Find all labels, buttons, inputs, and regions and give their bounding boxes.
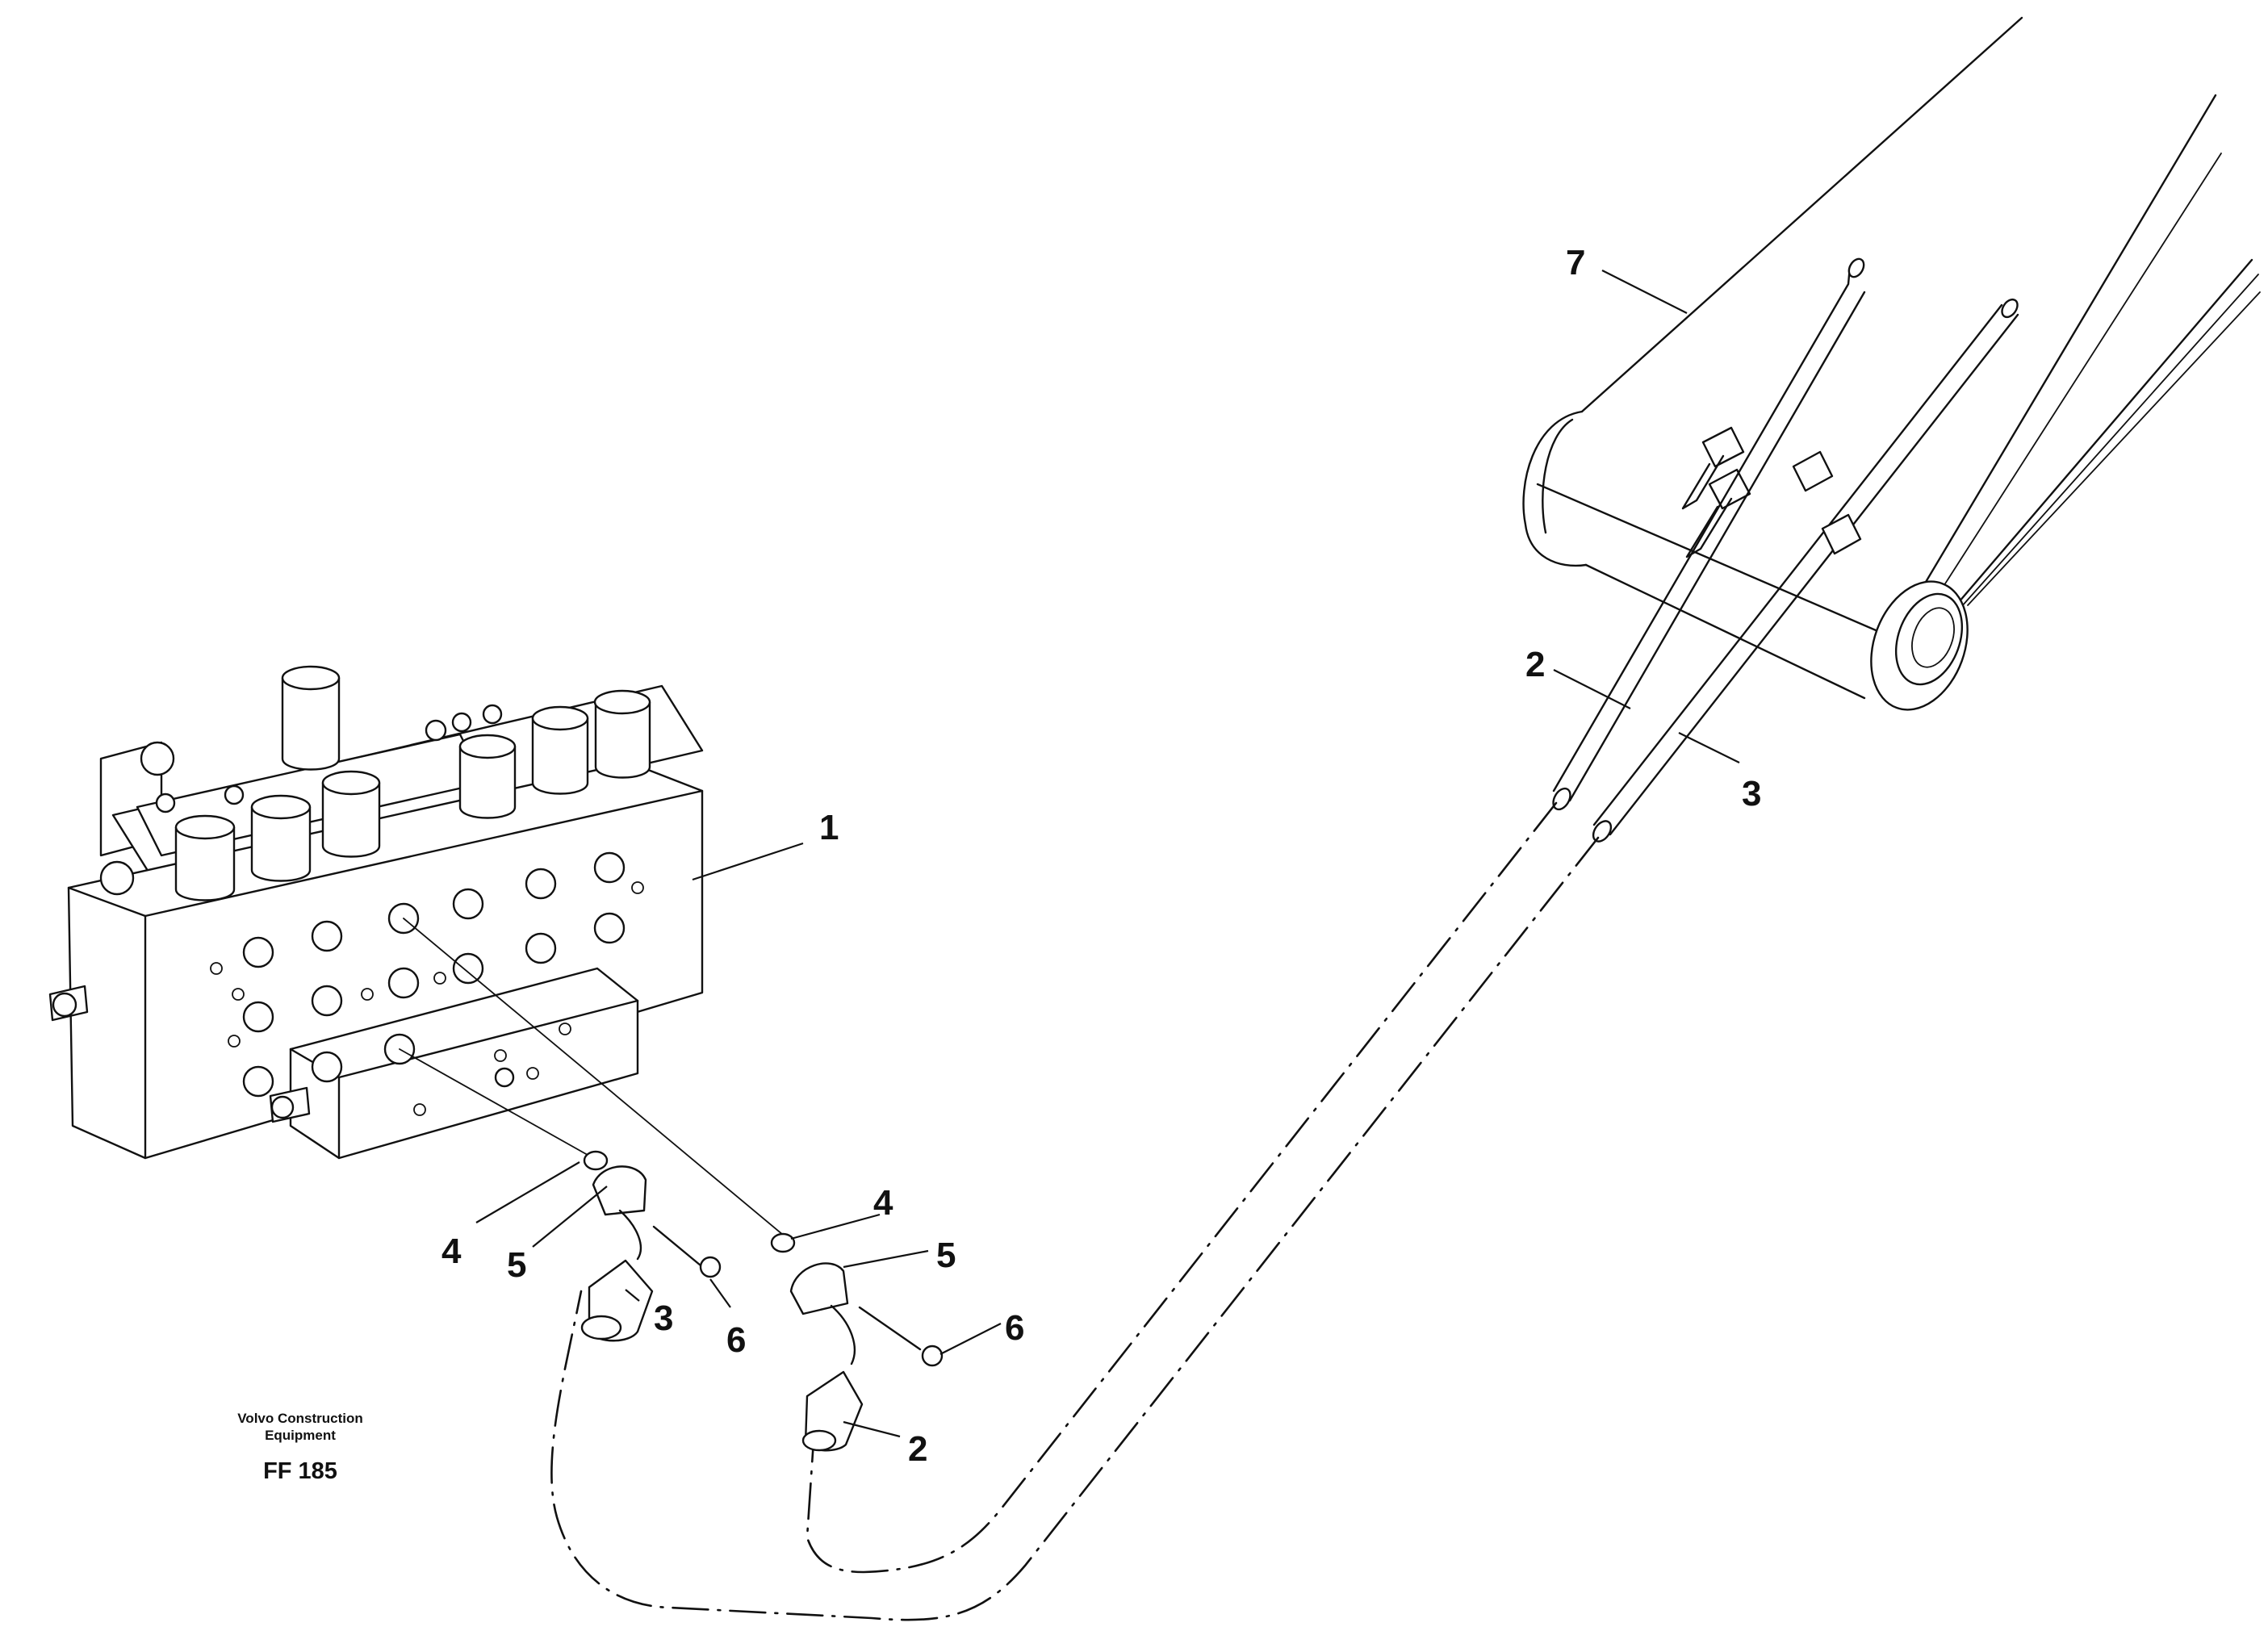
side-fittings: [48, 860, 311, 1123]
o-ring-left: [583, 1150, 609, 1171]
boom-fittings: [1681, 426, 1751, 558]
callout-3-boom: 3: [1742, 774, 1761, 813]
credit-line-1: Volvo Construction: [237, 1411, 363, 1426]
callout-4-right: 4: [873, 1183, 893, 1223]
screw-6-left: [699, 1256, 722, 1278]
callout-3-lower: 3: [654, 1299, 673, 1338]
callout-1: 1: [819, 808, 839, 847]
callout-2-lower: 2: [908, 1429, 927, 1469]
callout-5-left: 5: [507, 1245, 526, 1285]
callout-7: 7: [1566, 243, 1585, 282]
callout-6-left: 6: [726, 1320, 746, 1360]
credit-line-2: Equipment: [265, 1428, 336, 1443]
callout-5-right: 5: [936, 1236, 956, 1275]
solenoid-cylinders: [140, 665, 651, 901]
screw-6-right: [921, 1345, 944, 1367]
callout-4-left: 4: [441, 1232, 462, 1271]
o-ring-right: [770, 1232, 796, 1253]
callout-6-right: 6: [1005, 1308, 1024, 1348]
leader-lines: [475, 270, 1740, 1438]
figure-code: FF 185: [263, 1458, 337, 1484]
valve-ports: [210, 851, 644, 1116]
flange-left: [592, 1165, 647, 1216]
pipe-2-boom: [1552, 257, 1866, 811]
flange-right: [789, 1262, 849, 1315]
callout-2-boom: 2: [1525, 645, 1545, 684]
boom-arm: [1522, 16, 2261, 711]
left-fitting-set: [580, 1150, 722, 1342]
assembly-lines: [399, 918, 784, 1236]
hose-routing-lines: [550, 801, 1600, 1621]
right-fitting-set: [770, 1232, 944, 1452]
control-valve-block: [48, 665, 704, 1160]
pipe-3-boom: [1592, 298, 2019, 843]
